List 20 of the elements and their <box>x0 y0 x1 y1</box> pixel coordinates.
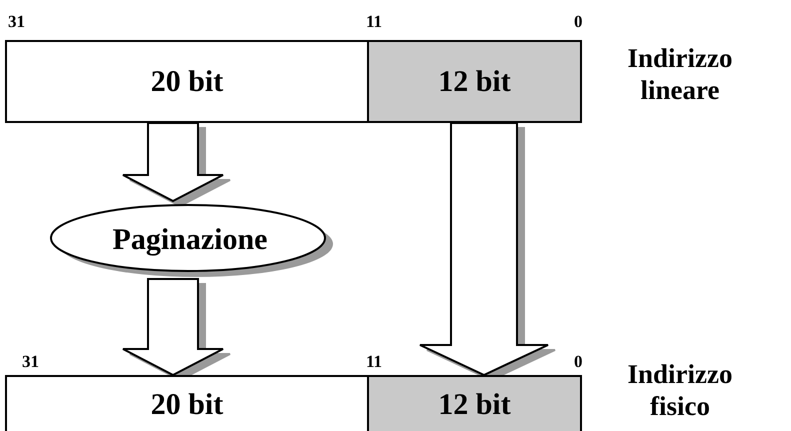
field-label: 20 bit <box>150 64 224 98</box>
bit-index: 31 <box>22 352 39 372</box>
field-label: 12 bit <box>438 64 511 98</box>
block-arrow <box>419 122 549 376</box>
bit-index: 0 <box>574 12 582 32</box>
bit-field-box <box>367 40 582 123</box>
block-arrow <box>122 122 224 202</box>
address-label: Indirizzo lineare <box>626 42 734 107</box>
bit-field-box <box>5 375 369 431</box>
field-label: 12 bit <box>438 388 511 422</box>
address-label: Indirizzo fisico <box>626 358 734 423</box>
field-label: Paginazione <box>112 223 268 257</box>
bit-index: 31 <box>8 12 25 32</box>
bit-field-box <box>5 40 369 123</box>
field-label: 20 bit <box>150 388 224 422</box>
block-arrow <box>122 278 224 376</box>
bit-index: 0 <box>574 352 582 372</box>
bit-field-box <box>367 375 582 431</box>
bit-index: 11 <box>366 12 382 32</box>
bit-index: 11 <box>366 352 382 372</box>
